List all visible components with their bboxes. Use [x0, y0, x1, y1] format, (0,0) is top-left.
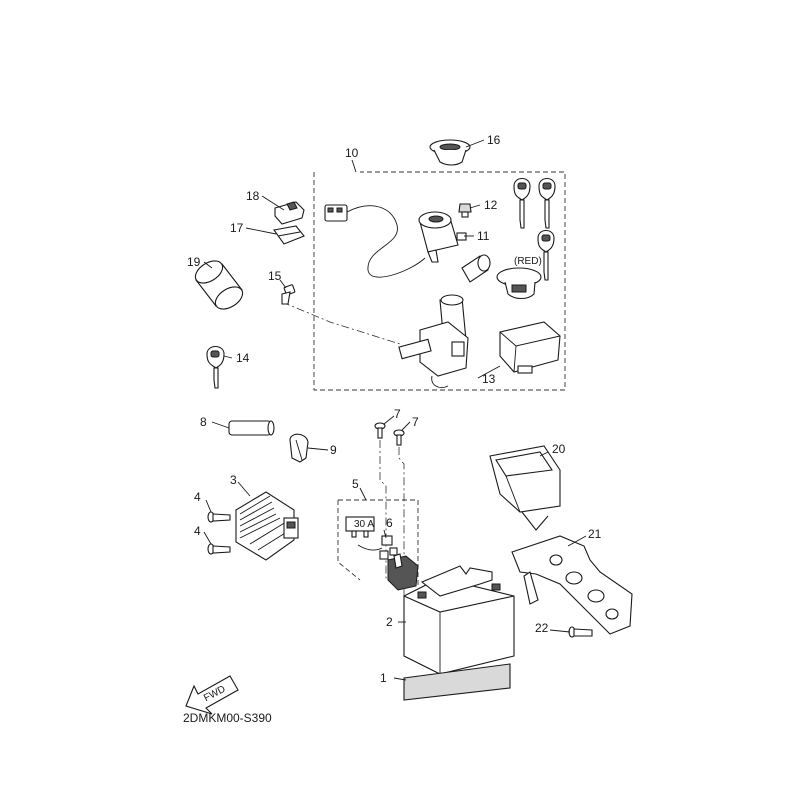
battery-2-part: [403, 565, 515, 675]
callout-11: 11: [477, 229, 490, 243]
switch-plug-part: [461, 254, 491, 283]
bolt-22-part: [568, 626, 593, 638]
main-switch-body: [398, 294, 469, 388]
callout-22: 22: [535, 621, 549, 635]
callout-7a: 7: [394, 407, 401, 421]
callout-3: 3: [230, 473, 237, 487]
key-1: [513, 177, 531, 229]
callout-16: 16: [487, 133, 501, 147]
sleeve-19-part: [194, 260, 244, 310]
key-2: [538, 177, 556, 229]
seat-lock-part: [499, 321, 561, 374]
leader-lines: [203, 139, 587, 681]
callout-19: 19: [187, 255, 201, 269]
callout-9: 9: [330, 443, 337, 457]
key-3: [537, 229, 555, 281]
main-switch-harness: [324, 204, 426, 278]
starter-relay-part: [387, 553, 419, 591]
clip-9-part: [289, 433, 309, 463]
callout-1: 1: [380, 671, 387, 685]
callout-13: 13: [482, 372, 496, 386]
callout-17: 17: [230, 221, 244, 235]
key-set: [513, 177, 556, 281]
callout-14: 14: [236, 351, 250, 365]
clamp-18-part: [274, 201, 305, 225]
fuse-group-frame: [337, 487, 419, 587]
callout-21: 21: [588, 527, 602, 541]
callout-20: 20: [552, 442, 566, 456]
battery-cover-20-part: [489, 445, 561, 531]
bolts-7-part: [374, 422, 405, 600]
fuse-30a-part: 30 A: [345, 516, 375, 538]
key-14-part: [206, 345, 225, 389]
callout-2: 2: [386, 615, 393, 629]
bolt-15-part: [281, 284, 296, 305]
callout-4b: 4: [194, 524, 201, 538]
callout-4a: 4: [194, 490, 201, 504]
callout-8: 8: [200, 415, 207, 429]
callout-12: 12: [484, 198, 498, 212]
callout-18: 18: [246, 189, 260, 203]
bracket-21-part: [511, 535, 633, 635]
callout-5: 5: [352, 477, 359, 491]
tube-8-part: [228, 420, 275, 436]
callout-6: 6: [386, 516, 393, 530]
battery-pad-1-part: [403, 663, 511, 701]
red-note: (RED): [514, 256, 542, 267]
cap-16-part: [429, 139, 471, 166]
fwd-arrow-icon: FWD: [185, 675, 239, 715]
regulator-3-part: [235, 491, 299, 561]
callout-7b: 7: [412, 415, 419, 429]
callout-10: 10: [345, 146, 359, 160]
screws-4-part: [207, 511, 231, 555]
callout-15: 15: [268, 269, 282, 283]
fuse-rating-label: 30 A: [354, 519, 374, 530]
clamp-17-part: [273, 225, 305, 245]
lock-cylinder-part: [418, 211, 467, 263]
diagram-code: 2DMKM00-S390: [183, 711, 272, 725]
fuse-holder-part: [379, 535, 398, 560]
callout-labels: 10 16 12 11 (RED) 13 18 17 19 15 14 8 9 …: [187, 133, 602, 685]
ignition-group-frame: [313, 159, 566, 391]
red-cap-part: [496, 267, 542, 300]
small-screw-part: [458, 203, 472, 218]
